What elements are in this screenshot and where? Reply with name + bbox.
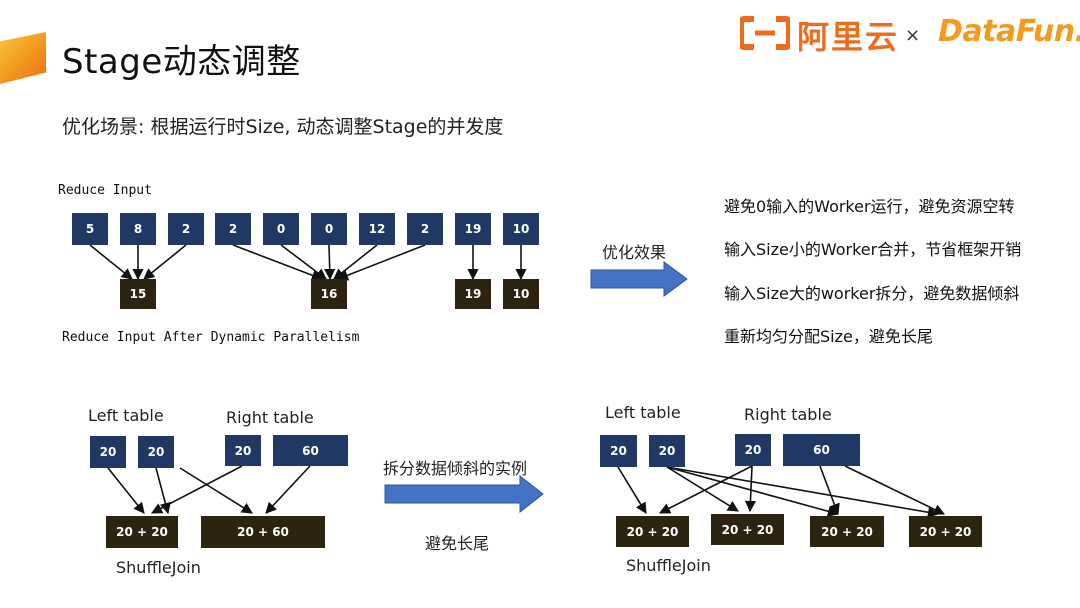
reduce-input-label: Reduce Input: [58, 183, 152, 198]
join-arrow: [659, 465, 753, 514]
reduce-output-box: 19: [455, 279, 491, 309]
reduce-arrow: [336, 244, 426, 281]
reduce-input-box: 0: [263, 213, 299, 245]
join-output-box: 20 + 20: [106, 516, 178, 548]
left-table-label: Left table: [605, 403, 681, 422]
join-output-box: 20 + 20: [616, 516, 689, 547]
optimize-block-arrow: [590, 261, 688, 297]
optimize-arrow-label: 优化效果: [602, 243, 667, 262]
alibaba-cloud-logo-icon: [740, 16, 790, 50]
reduce-output-box: 16: [311, 279, 347, 309]
shuffle-join-label: ShuffleJoin: [116, 558, 201, 577]
reduce-input-box: 12: [359, 213, 395, 245]
left-table-box: 20: [138, 436, 174, 468]
join-arrow: [819, 465, 840, 516]
right-table-box: 20: [735, 434, 771, 466]
reduce-output-box: 10: [503, 279, 539, 309]
reduce-arrow: [232, 244, 324, 281]
reduce-input-box: 2: [407, 213, 443, 245]
join-arrow: [179, 467, 253, 514]
effect-item: 输入Size大的worker拆分，避免数据倾斜: [724, 284, 1020, 303]
reduce-arrow: [333, 244, 378, 280]
page-title: Stage动态调整: [62, 42, 301, 82]
join-output-box: 20 + 20: [909, 516, 982, 547]
left-table-box: 20: [600, 435, 637, 467]
join-arrow: [151, 465, 243, 514]
join-arrow: [666, 466, 840, 517]
right-table-box: 60: [273, 435, 348, 466]
reduce-input-box: 10: [503, 213, 539, 245]
shuffle-join-label: ShuffleJoin: [626, 556, 711, 575]
right-table-box: 60: [783, 434, 860, 466]
join-output-box: 20 + 60: [201, 516, 325, 548]
reduce-input-box: 2: [215, 213, 251, 245]
join-arrow: [744, 465, 757, 513]
reduce-input-box: 5: [72, 213, 108, 245]
left-table-label: Left table: [88, 406, 164, 425]
join-arrow: [666, 466, 739, 512]
join-output-box: 20 + 20: [810, 516, 884, 547]
right-table-label: Right table: [744, 405, 832, 424]
split-block-arrow: [384, 474, 544, 514]
effect-item: 重新均匀分配Size，避免长尾: [724, 327, 933, 346]
reduce-arrow: [324, 244, 336, 281]
reduce-after-label: Reduce Input After Dynamic Parallelism: [62, 330, 360, 345]
left-table-box: 20: [649, 435, 685, 467]
reduce-arrow: [143, 244, 187, 280]
split-arrow-label: 拆分数据倾斜的实例: [383, 459, 528, 478]
datafun-logo-text: DataFun.: [938, 14, 1080, 49]
reduce-input-box: 2: [168, 213, 204, 245]
reduce-input-box: 19: [455, 213, 491, 245]
join-arrow: [617, 466, 647, 514]
effect-item: 输入Size小的Worker合并，节省框架开销: [724, 240, 1022, 259]
reduce-arrow: [89, 244, 133, 280]
left-table-box: 20: [90, 436, 126, 468]
alibaba-cloud-logo-text: 阿里云: [797, 18, 900, 56]
reduce-arrow: [280, 244, 327, 280]
reduce-input-box: 8: [120, 213, 156, 245]
logo-separator: ×: [905, 25, 921, 46]
split-arrow-sublabel: 避免长尾: [425, 534, 490, 553]
scenario-subtitle: 优化场景: 根据运行时Size, 动态调整Stage的并发度: [62, 116, 504, 138]
join-output-box: 20 + 20: [711, 514, 784, 545]
right-table-label: Right table: [226, 408, 314, 427]
right-table-box: 20: [225, 435, 261, 466]
join-arrow: [107, 467, 145, 514]
effect-item: 避免0输入的Worker运行，避免资源空转: [724, 197, 1015, 216]
join-arrow: [265, 465, 311, 514]
join-arrow: [844, 465, 946, 515]
reduce-output-box: 15: [120, 279, 156, 309]
reduce-input-box: 0: [311, 213, 347, 245]
join-arrow: [666, 466, 940, 518]
